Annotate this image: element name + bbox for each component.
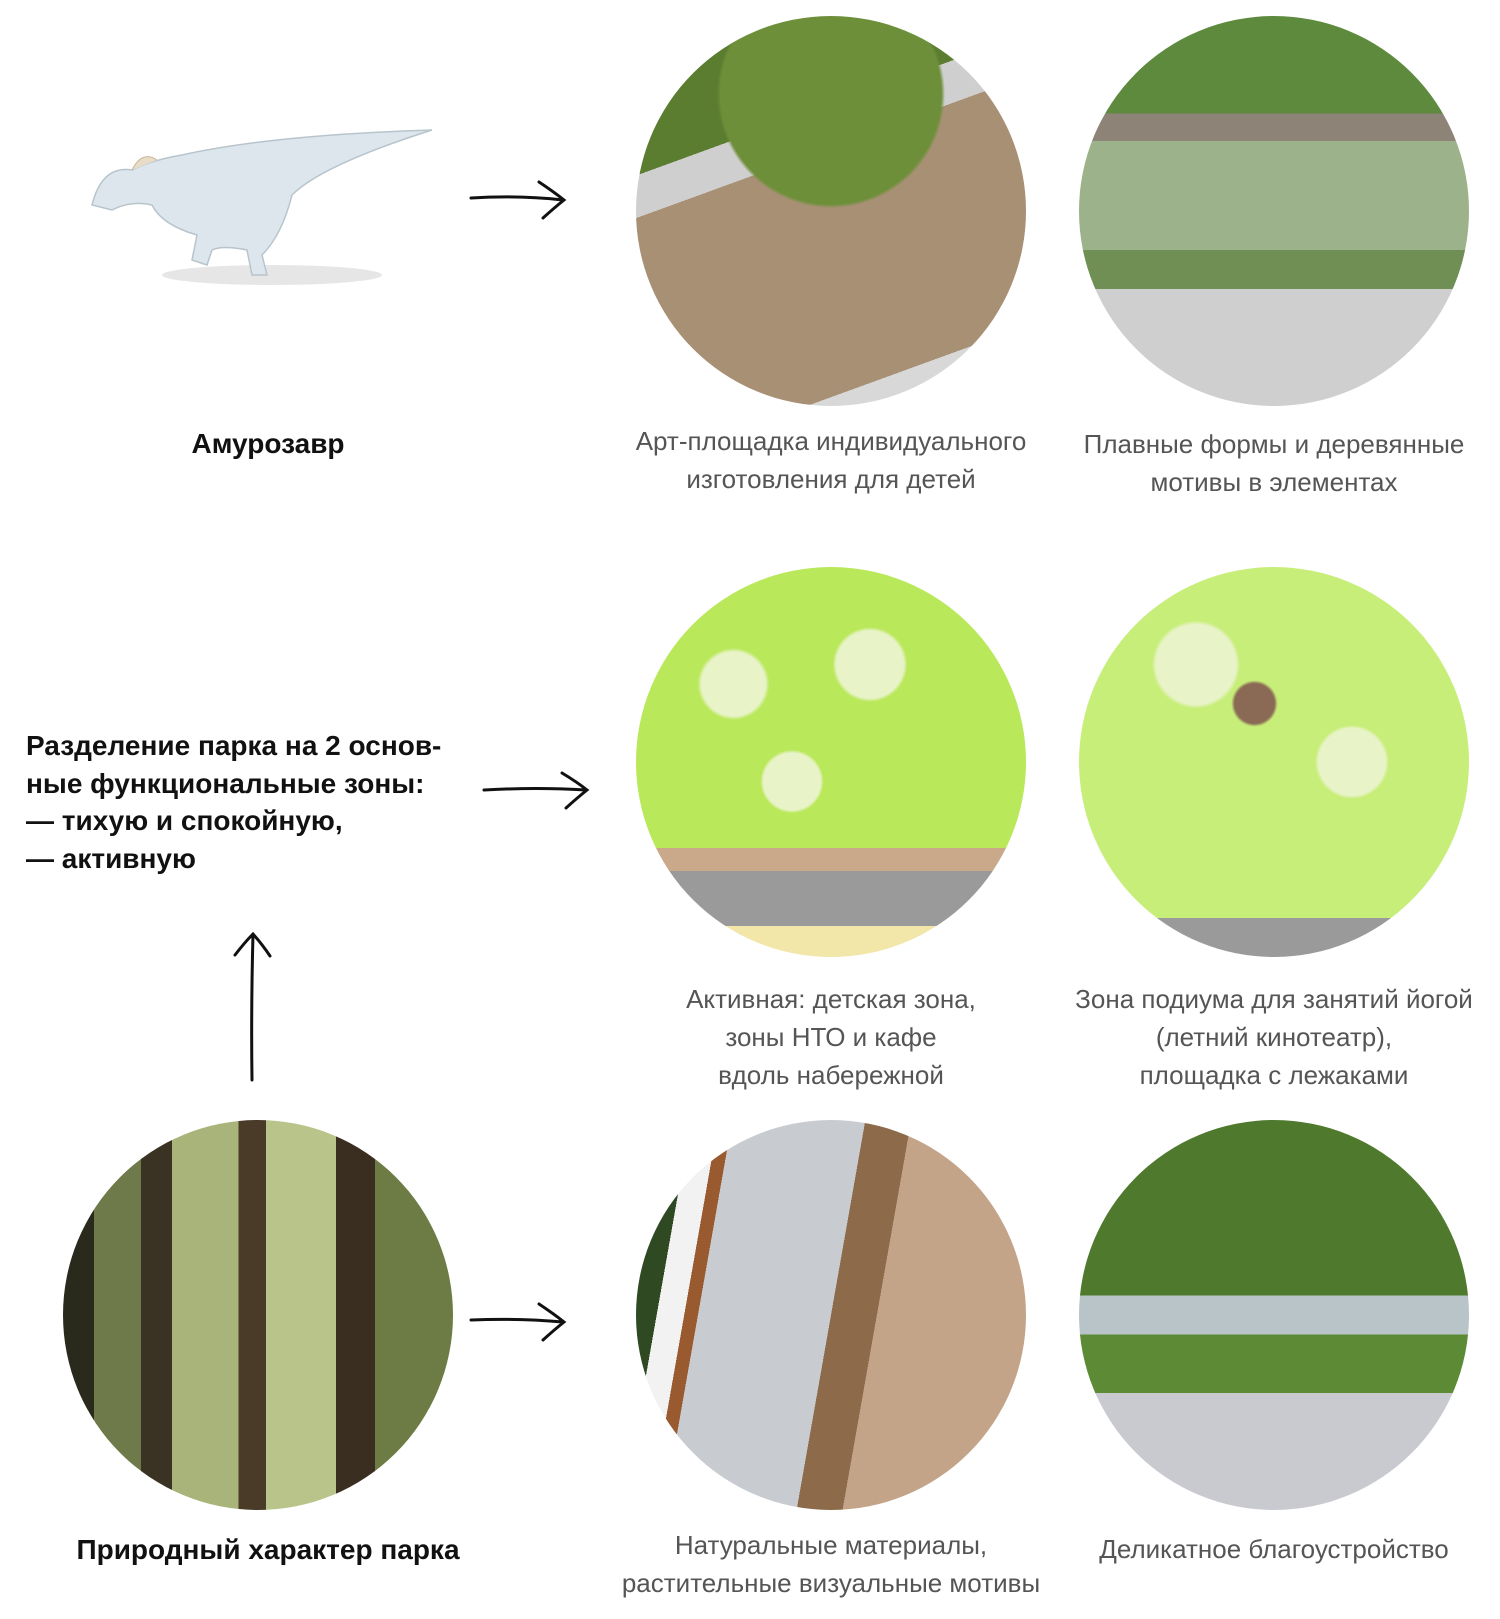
art-playground-photo <box>636 16 1026 406</box>
zones-line: ные функциональные зоны: <box>26 767 425 799</box>
amurosaurus-label: Амурозавр <box>191 428 345 459</box>
zones-line: Разделение парка на 2 основ- <box>26 730 442 761</box>
arrow-right-icon <box>469 1302 567 1342</box>
active-zone-caption: Активная: детская зона, зоны НТО и кафе вд… <box>601 980 1061 1094</box>
natural-materials-render <box>636 1120 1026 1510</box>
caption-line: мотивы в элементах <box>1150 467 1398 497</box>
dinosaur-illustration <box>72 125 442 300</box>
forest-photo <box>63 1120 453 1510</box>
yoga-podium-caption: Зона подиума для занятий йогой (летний ки… <box>1034 980 1500 1094</box>
caption-line: зоны НТО и кафе <box>725 1022 937 1052</box>
caption-line: Арт-площадка индивидуального <box>635 426 1027 456</box>
caption-line: изготовления для детей <box>686 464 976 494</box>
wooden-motifs-caption: Плавные формы и деревянные мотивы в элеме… <box>1044 425 1500 501</box>
arrow-right-icon <box>469 180 567 220</box>
arrow-up-icon <box>233 931 272 1082</box>
arrow-right-icon <box>482 771 590 810</box>
zones-line: — тихую и спокойную, <box>26 805 343 836</box>
caption-line: растительные визуальные мотивы <box>621 1568 1041 1598</box>
caption-line: площадка с лежаками <box>1139 1060 1409 1090</box>
zones-description: Разделение парка на 2 основ- ные функцио… <box>26 727 441 877</box>
delicate-landscaping-render <box>1079 1120 1469 1510</box>
art-playground-caption: Арт-площадка индивидуального изготовления… <box>601 422 1061 498</box>
caption-line: Активная: детская зона, <box>686 984 976 1014</box>
natural-materials-caption: Натуральные материалы, растительные визуа… <box>581 1526 1081 1602</box>
active-zone-render <box>636 567 1026 957</box>
yoga-podium-render <box>1079 567 1469 957</box>
zones-line: — активную <box>26 842 196 874</box>
caption-line: вдоль набережной <box>718 1060 944 1090</box>
caption-line: Плавные формы и деревянные <box>1083 429 1465 459</box>
delicate-landscaping-caption: Деликатное благоустройство <box>1044 1530 1500 1568</box>
wooden-motifs-photo <box>1079 16 1469 406</box>
caption-line: Натуральные материалы, <box>674 1530 988 1560</box>
caption-line: Зона подиума для занятий йогой <box>1075 984 1473 1014</box>
natural-character-label: Природный характер парка <box>76 1534 460 1565</box>
caption-line: Деликатное благоустройство <box>1099 1534 1449 1564</box>
caption-line: (летний кинотеатр), <box>1155 1022 1393 1052</box>
